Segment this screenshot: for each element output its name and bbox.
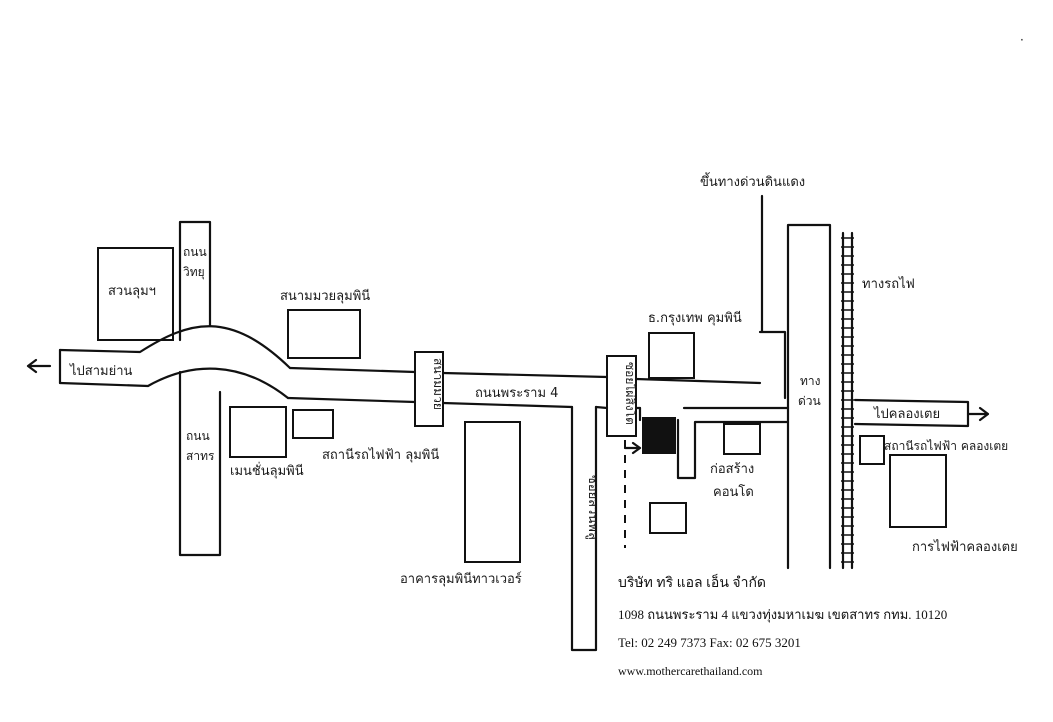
flyover-lower xyxy=(58,367,290,400)
company-address: 1098 ถนนพระราม 4 แขวงทุ่งมหาเมฆ เขตสาทร … xyxy=(618,607,948,622)
destination-building xyxy=(642,417,676,454)
to-khlongtoei-label: ไปคลองเตย xyxy=(873,406,940,422)
soi-phai-singto-label[interactable]: ซอยไผ่สิงโต xyxy=(623,362,637,425)
lumpini-tower-block xyxy=(464,421,521,563)
mrt-lumpini-block xyxy=(292,409,334,439)
power-authority-block xyxy=(889,454,947,528)
railway xyxy=(841,231,854,570)
sathorn-label-2[interactable]: สาทร xyxy=(186,449,215,463)
expressway-ramp-label[interactable]: ขึ้นทางด่วนดินแดง xyxy=(700,172,805,190)
power-authority-label: การไฟฟ้าคลองเตย xyxy=(912,539,1018,555)
bangkok-bank-label: ธ.กรุงเทพ คุมพินี xyxy=(648,310,742,326)
rama4-road-bottom xyxy=(286,396,642,410)
witthayu-label-2[interactable]: วิทยุ xyxy=(183,265,205,280)
mrt-khlongtoei-label: สถานีรถไฟฟ้า คลองเตย xyxy=(884,439,1008,453)
small-block-south xyxy=(649,502,687,534)
expressway-label-2: ด่วน xyxy=(798,394,821,408)
rama4-label[interactable]: ถนนพระราม 4 xyxy=(475,386,558,401)
sathorn-label-1[interactable]: ถนน xyxy=(186,429,210,443)
mrt-khlongtoei-block xyxy=(859,435,885,465)
expressway-label-1: ทาง xyxy=(800,374,821,388)
witthayu-label-1[interactable]: ถนน xyxy=(183,245,207,259)
soi-suan-phlu-label[interactable]: ซอยสวนพลู xyxy=(585,475,600,540)
condo-label-1: ก่อสร้าง xyxy=(710,462,754,477)
expressway-ramp-line xyxy=(758,194,787,400)
soi-sanam-muay-label[interactable]: สนามมวย xyxy=(431,358,445,410)
condo-label-2: คอนโด xyxy=(713,484,754,500)
soi-phai-singto-sign[interactable] xyxy=(606,355,637,437)
bangkok-bank-block xyxy=(648,332,695,379)
mrt-lumpini-label: สถานีรถไฟฟ้า ลุมพินี xyxy=(322,447,439,463)
company-name: บริษัท ทริ แอล เอ็น จำกัด xyxy=(618,576,767,591)
lumpini-park-block xyxy=(97,247,174,341)
expressway xyxy=(786,223,832,570)
railway-label: ทางรถไฟ xyxy=(862,276,915,292)
company-phone: Tel: 02 249 7373 Fax: 02 675 3201 xyxy=(618,635,801,650)
arrow-to-khlongtoei xyxy=(966,406,990,422)
rama4-road-top xyxy=(288,366,762,385)
lumpini-boxing-label: สนามมวยลุมพินี xyxy=(280,288,370,304)
lumpini-boxing-block xyxy=(287,309,361,359)
lumpini-park-label: สวนลุมฯ xyxy=(108,284,156,299)
destination-arrow xyxy=(623,441,642,455)
flyover-upper xyxy=(58,325,292,370)
lumpini-tower-label: อาคารลุมพินีทาวเวอร์ xyxy=(400,571,522,587)
soi-sanam-muay-sign[interactable] xyxy=(414,351,444,427)
condo-construction-block xyxy=(723,423,761,455)
sathorn-road xyxy=(178,370,222,557)
lumpini-mansion-block xyxy=(229,406,287,458)
arrow-to-samyan xyxy=(26,348,62,385)
to-samyan-label: ไปสามย่าน xyxy=(69,363,133,379)
lumpini-mansion-label: เมนชั่นลุมพินี xyxy=(230,462,304,479)
company-website[interactable]: www.mothercarethailand.com xyxy=(618,664,763,678)
soi-suan-phlu-road xyxy=(570,405,598,652)
scan-mark: · xyxy=(1020,33,1024,47)
witthayu-road xyxy=(178,220,212,342)
